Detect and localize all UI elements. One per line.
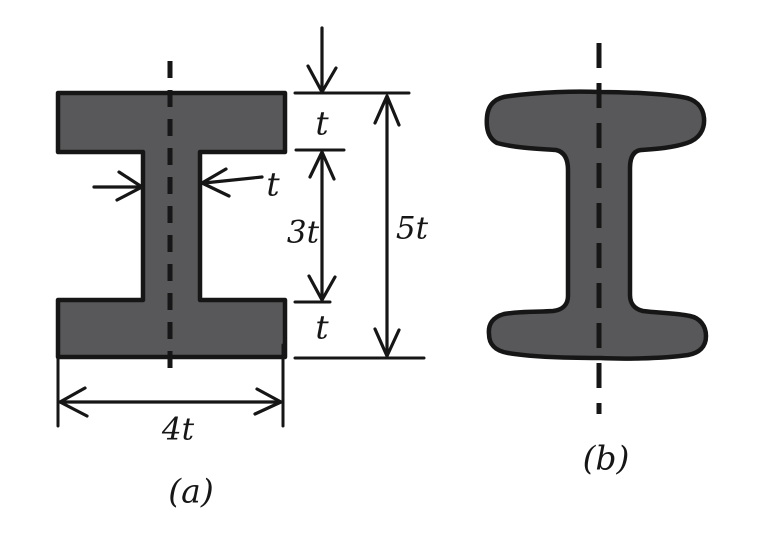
label-bottom-flange-thickness: t [315, 307, 329, 347]
i-beam-section-a [55, 90, 288, 360]
dim-line-web-t-right [202, 175, 264, 185]
arrowhead-left-web-t [200, 167, 231, 198]
label-overall-width: 4t [161, 411, 195, 448]
arrowhead-down-top-t [306, 64, 338, 94]
arrowhead-right-web-t [115, 170, 144, 202]
label-top-flange-thickness: t [315, 103, 329, 143]
label-web-height: 3t [286, 214, 320, 251]
arrowhead-left-overall-width [58, 386, 89, 418]
label-overall-height: 5t [395, 210, 429, 247]
arrowhead-down-overall-height [373, 327, 401, 358]
arrowhead-up-web-height [308, 150, 336, 181]
i-beam-section-b [484, 89, 709, 361]
arrowhead-right-overall-width [253, 387, 283, 416]
arrowhead-up-overall-height [373, 94, 401, 127]
caption-section-a: (a) [168, 471, 214, 511]
label-web-thickness: t [266, 164, 280, 204]
arrowhead-down-web-height [307, 274, 337, 302]
caption-section-b: (b) [582, 438, 630, 478]
